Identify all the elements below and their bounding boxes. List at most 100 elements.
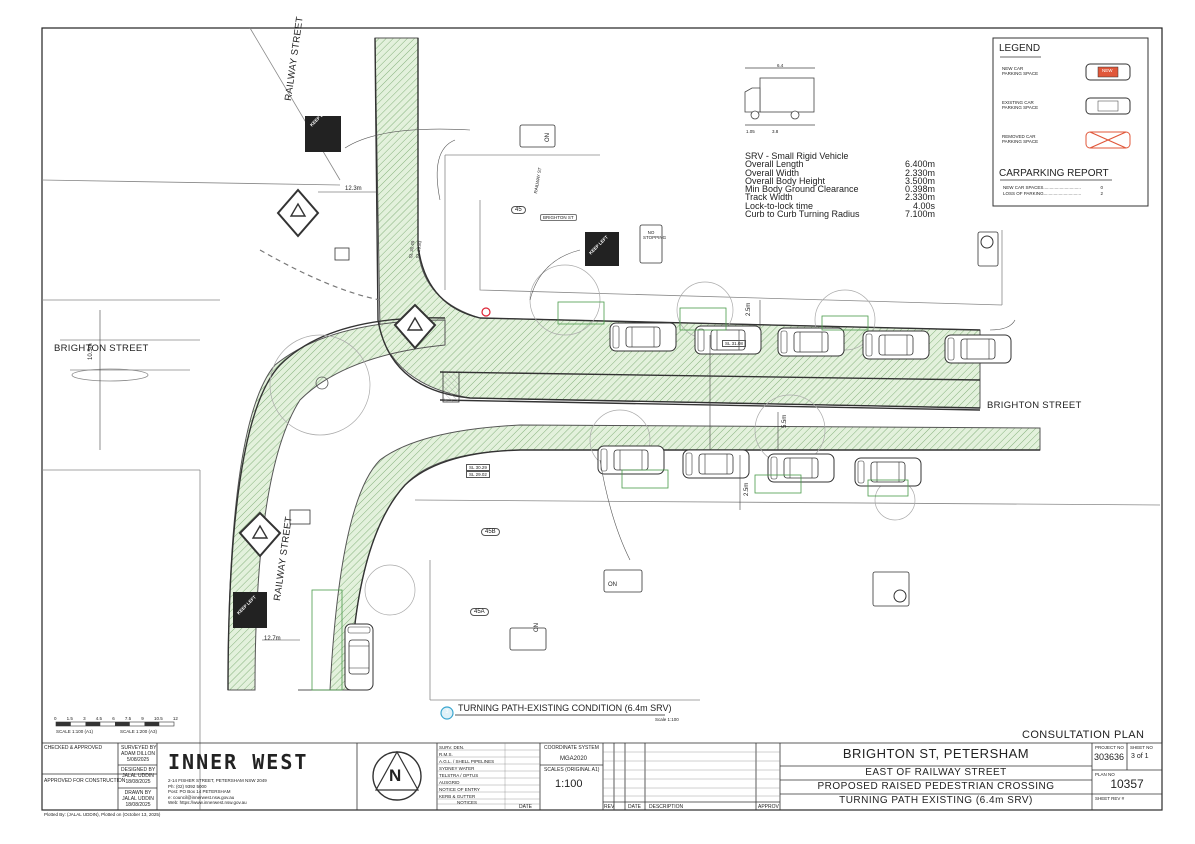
dim-d3: 5.5m — [782, 414, 788, 428]
rev-date-col: DATE — [628, 804, 641, 810]
carparking-report-title: CARPARKING REPORT — [999, 168, 1109, 179]
title-block-rows — [437, 743, 780, 810]
keep-left-signs — [233, 116, 619, 628]
rev-col: REV — [604, 804, 615, 810]
sheet-rev-label: SHEET REV # — [1095, 796, 1125, 801]
scalebar-tick: 12 — [172, 716, 178, 721]
report-row: LOSS OF PARKING.........................… — [1003, 191, 1103, 196]
checked-approved: CHECKED & APPROVED — [44, 745, 103, 751]
vehicle-diagram — [744, 67, 815, 126]
coord-label: COORDINATE SYSTEM — [544, 745, 599, 751]
street-label-brighton-west: BRIGHTON STREET — [54, 343, 149, 354]
house-number-45: 45 — [511, 206, 526, 214]
plotted-by: Plotted By: (JALAL UDDIN), Plotted on (O… — [44, 812, 161, 817]
report-row: NEW CAR SPACES..........................… — [1003, 185, 1103, 190]
view-marker — [440, 706, 454, 720]
title-block-frame — [41, 742, 1163, 811]
vehicle-specs: SRV - Small Rigid Vehicle Overall Length… — [745, 151, 935, 220]
scalebar-tick: 4.5 — [95, 716, 103, 721]
carparking-report: NEW CAR SPACES..........................… — [1003, 185, 1103, 197]
turning-path-west — [227, 319, 446, 691]
approv-col: APPROV — [758, 804, 779, 810]
title-line-3: PROPOSED RAISED PEDESTRIAN CROSSING — [817, 781, 1055, 792]
scalebar-tick: 10.5 — [153, 716, 163, 721]
title-line-2: EAST OF RAILWAY STREET — [865, 767, 1007, 778]
title-line-1: BRIGHTON ST, PETERSHAM — [842, 746, 1030, 761]
property-lines — [41, 27, 1161, 810]
scalebar-tick: 3 — [83, 716, 86, 721]
sign-posts — [289, 124, 999, 651]
scalebar-label-a3: SCALE 1:200 (A3) — [120, 729, 158, 734]
dim-d2: 2.5m — [744, 482, 750, 496]
vehicle-dim-wheelbase: 3.8 — [772, 129, 779, 134]
sign-brighton-st: BRIGHTON ST — [540, 214, 577, 221]
approved-construction: APPROVED FOR CONSTRUCTION — [44, 778, 126, 784]
designed-block: DESIGNED BY JALAL UDDIN 18/08/2025 — [121, 767, 156, 785]
legend-box — [992, 37, 1149, 207]
leader-lines — [344, 128, 1016, 561]
dim-w2: 12.7m — [264, 636, 281, 642]
legend-title: LEGEND — [999, 43, 1041, 54]
services-date: DATE — [519, 804, 532, 810]
street-label-brighton-east: BRIGHTON STREET — [987, 400, 1082, 411]
sign-on-3: ON — [545, 133, 551, 142]
dim-d1: 2.5m — [746, 302, 752, 316]
plan-no: 10357 — [1110, 777, 1144, 791]
sheet-no: 3 of 1 — [1131, 753, 1149, 760]
view-scale: Scale 1:100 — [655, 717, 679, 722]
council-logo: INNER WEST — [168, 750, 309, 774]
parking-bays — [311, 301, 909, 691]
consultation-plan-label: CONSULTATION PLAN — [1022, 729, 1145, 741]
legend-removed-car: REMOVED CAR PARKING SPACE — [1002, 134, 1039, 144]
house-number-45a: 45A — [470, 608, 489, 616]
project-no: 303636 — [1094, 752, 1125, 762]
no-stopping-sign: NO STOPPING — [643, 230, 667, 240]
spec-row: SRV - Small Rigid Vehicle — [745, 151, 849, 161]
legend-existing-car: EXISTING CAR PARKING SPACE — [1002, 100, 1039, 110]
legend-new-car: NEW CAR PARKING SPACE — [1002, 66, 1039, 76]
scale-value: 1:100 — [555, 778, 583, 790]
level-l3: SL 30.29 — [466, 464, 490, 471]
dashed-guide — [259, 249, 381, 301]
view-number: 3 — [445, 709, 449, 715]
dim-w3: 10.5m — [88, 343, 94, 360]
vehicle-dim-front: 1.05 — [746, 129, 755, 134]
scalebar-tick: 6 — [112, 716, 115, 721]
level-l5: SL 31.08 — [722, 340, 746, 347]
legend-cars — [1085, 63, 1131, 149]
drawn-block: DRAWN BY JALAL UDDIN 18/08/2025 — [122, 790, 154, 808]
legend-new-car-text: NEW — [1102, 68, 1113, 73]
scale-bar — [55, 721, 175, 727]
north-arrow — [372, 750, 422, 801]
north-label: N — [389, 766, 402, 785]
council-contact: 2-14 FISHER STREET, PETERSHAM NSW 2049 P… — [168, 778, 267, 805]
surveyed-block: SURVEYED BY ADAM DILLON 5/08/2025 — [121, 745, 157, 763]
view-title: TURNING PATH-EXISTING CONDITION (6.4m SR… — [458, 703, 672, 713]
scalebar-tick: 9 — [141, 716, 144, 721]
house-number-45b: 45B — [481, 528, 500, 536]
scalebar-tick: 1.5 — [66, 716, 73, 721]
scalebar-label-a1: SCALE 1:100 (A1) — [56, 729, 94, 734]
sheet-no-label: SHEET NO — [1130, 745, 1153, 750]
coord-value: MGA2020 — [560, 756, 588, 762]
dim-w1: 12.3m — [345, 186, 362, 192]
turning-path-south — [298, 424, 1041, 691]
project-no-label: PROJECT NO — [1095, 745, 1124, 750]
description-col: DESCRIPTION — [649, 804, 684, 810]
scalebar-tick: 7.5 — [124, 716, 132, 721]
sign-on-2: ON — [534, 623, 540, 632]
scales-label: SCALES (ORIGINAL A1) — [544, 767, 600, 773]
vehicle-dim-length: 6.4 — [777, 63, 784, 68]
parked-car-railway — [344, 623, 374, 691]
scalebar-tick: 0 — [54, 716, 57, 721]
dimension-lines — [99, 191, 779, 641]
